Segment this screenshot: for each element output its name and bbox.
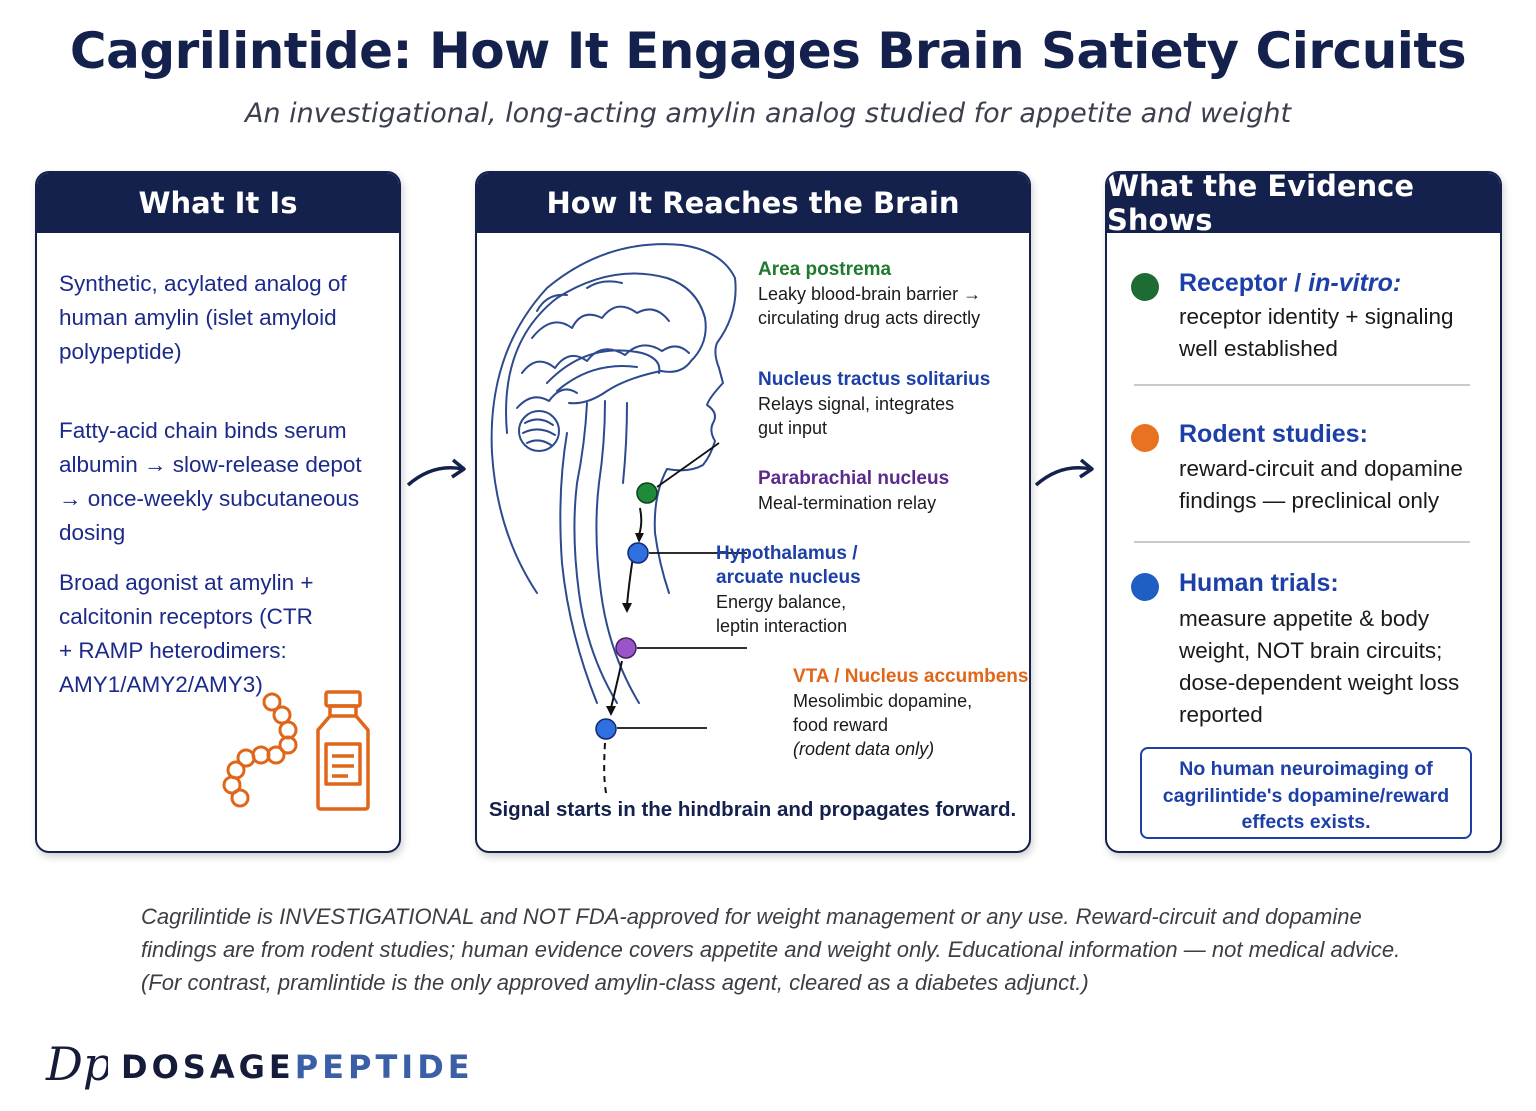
vial-icon: [316, 690, 370, 811]
evidence-dot-icon: [1131, 273, 1159, 301]
pathway-caption: Signal starts in the hindbrain and propa…: [488, 798, 1017, 821]
svg-text:Dp: Dp: [45, 1037, 108, 1091]
evidence-dot-icon: [1131, 573, 1159, 601]
flow-arrow-icon: [406, 458, 466, 487]
definition-item: Broad agonist at amylin + calcitonin rec…: [59, 570, 314, 697]
flow-arrow-icon: [1034, 458, 1094, 487]
dosagepeptide-logo-icon: Dp: [45, 1037, 108, 1091]
brain-pathway-header: How It Reaches the Brain: [477, 173, 1029, 233]
evidence-body: measure appetite & body weight, NOT brai…: [1179, 606, 1460, 727]
evidence-title: Rodent studies:: [1179, 420, 1368, 448]
evidence-header: What the Evidence Shows: [1107, 173, 1500, 237]
evidence-body: receptor identity + signaling well estab…: [1179, 304, 1454, 361]
neuroimaging-note: No human neuroimaging of cagrilintide's …: [1140, 747, 1472, 839]
brand-wordmark: DOSAGEPEPTIDE: [121, 1048, 474, 1086]
definition-item: Fatty-acid chain binds serum albumin → s…: [59, 418, 362, 545]
area-postrema-label: Area postrema Leaky blood-brain barrier …: [758, 259, 982, 328]
what-it-is-panel: What It Is Synthetic, acylated analog of…: [35, 171, 401, 853]
evidence-title: Receptor / in-vitro:: [1179, 269, 1402, 297]
page-subtitle: An investigational, long-acting amylin a…: [244, 98, 1292, 129]
parabrachial-node: [615, 637, 637, 659]
divider: [1134, 384, 1470, 386]
brain-head-diagram: [490, 243, 747, 793]
evidence-title: Human trials:: [1179, 569, 1339, 597]
hypothalamus-label: Hypothalamus / arcuate nucleus Energy ba…: [716, 543, 861, 636]
evidence-body: reward-circuit and dopamine findings — p…: [1179, 456, 1463, 513]
what-it-is-header: What It Is: [37, 173, 399, 233]
vta-label: VTA / Nucleus accumbens Mesolimbic dopam…: [793, 666, 1029, 759]
nts-label: Nucleus tractus solitarius Relays signal…: [758, 369, 991, 438]
parabrachial-label: Parabrachial nucleus Meal-termination re…: [758, 468, 950, 513]
brain-pathway-panel: How It Reaches the Brain: [475, 171, 1031, 853]
divider: [1134, 541, 1470, 543]
evidence-dot-icon: [1131, 424, 1159, 452]
nts-node: [627, 542, 649, 564]
page-title: Cagrilintide: How It Engages Brain Satie…: [69, 22, 1467, 80]
evidence-panel: What the Evidence Shows Receptor / in-vi…: [1105, 171, 1502, 853]
definition-item: Synthetic, acylated analog of human amyl…: [59, 271, 347, 364]
disclaimer-footer: Cagrilintide is INVESTIGATIONAL and NOT …: [141, 904, 1401, 995]
area-postrema-node: [636, 482, 658, 504]
hypothalamus-node: [595, 718, 617, 740]
peptide-chain-icon: [222, 692, 298, 808]
